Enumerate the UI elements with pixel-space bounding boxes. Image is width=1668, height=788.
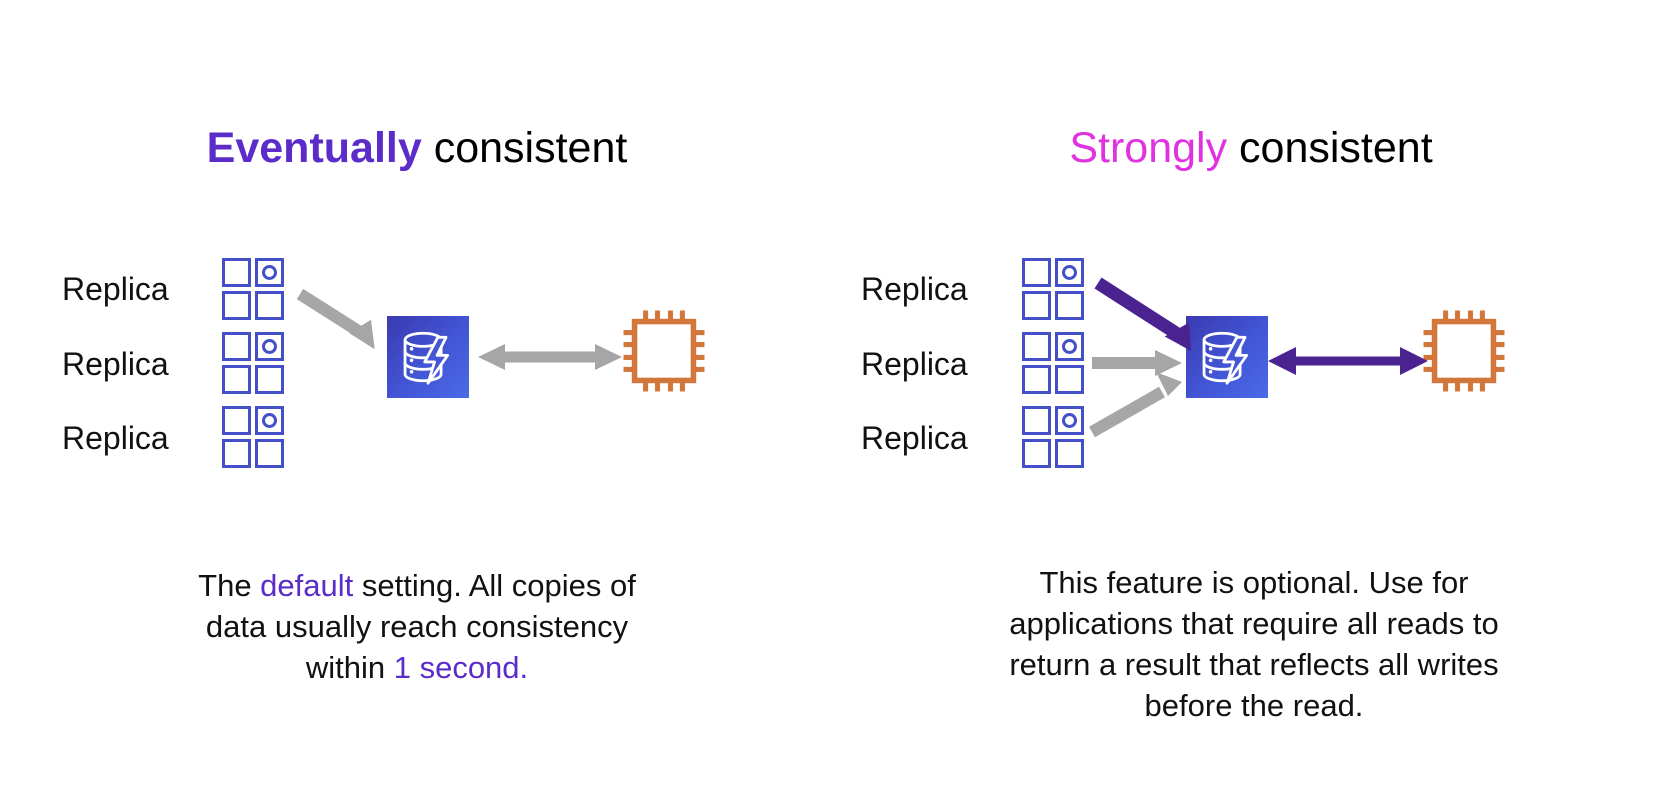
replica-grid-icon-1: [222, 258, 284, 320]
title-accent-word: Strongly: [1069, 124, 1228, 172]
caption-line3: return a result that reflects all writes: [1009, 647, 1499, 682]
page-title-strongly: Strongly consistent: [834, 122, 1668, 174]
caption-line3-pre: within: [305, 650, 394, 685]
cpu-chip-icon-right: [1418, 305, 1510, 397]
replica-cell: [1055, 365, 1084, 394]
left-caption: The default setting. All copies of data …: [107, 565, 727, 688]
eventually-consistent-panel: Eventually consistent Replica Replica Re…: [0, 122, 834, 688]
replica-cell: [1022, 258, 1051, 287]
replica-label-1: Replica: [62, 271, 169, 307]
caption-line3-highlight: 1 second.: [393, 650, 529, 685]
title-accent-word: Eventually: [206, 124, 422, 172]
replica-cell-circle: [1055, 258, 1084, 287]
replica-grid-icon-2: [222, 332, 284, 394]
replica-cell-circle: [255, 406, 284, 435]
replica-cell: [1055, 291, 1084, 320]
replica-grid-icon-3: [1022, 406, 1084, 468]
dynamodb-database-icon-right: [1186, 316, 1268, 398]
replica-grid-icon-1: [1022, 258, 1084, 320]
replica-label-3: Replica: [62, 420, 169, 456]
replica-cell: [255, 439, 284, 468]
dynamodb-database-icon-left: [387, 316, 469, 398]
caption-line2: data usually reach consistency: [205, 609, 629, 644]
replica-cell: [1022, 365, 1051, 394]
replica-cell: [1022, 291, 1051, 320]
cpu-chip-icon-left: [618, 305, 710, 397]
caption-line1-pre: The: [198, 568, 261, 603]
replica-cell: [1022, 439, 1051, 468]
title-rest-word: consistent: [1227, 124, 1433, 172]
replica-cell: [1022, 332, 1051, 361]
replica-cell: [1022, 406, 1051, 435]
strongly-consistent-panel: Strongly consistent Replica Replica Repl…: [834, 0, 1668, 788]
replica-cell-circle: [255, 258, 284, 287]
caption-line1-post: setting. All copies of: [353, 568, 636, 603]
replica-cell: [222, 406, 251, 435]
replica-label-2: Replica: [861, 346, 968, 382]
replica-grid-icon-3: [222, 406, 284, 468]
caption-line4: before the read.: [1144, 688, 1364, 723]
replica-label-2: Replica: [62, 346, 169, 382]
right-caption: This feature is optional. Use for applic…: [909, 562, 1599, 726]
caption-line1: This feature is optional. Use for: [1039, 565, 1469, 600]
replica-cell: [222, 332, 251, 361]
replica-label-3: Replica: [861, 420, 968, 456]
replica-cell: [222, 365, 251, 394]
caption-line1-highlight: default: [260, 568, 354, 603]
replica-cell: [222, 439, 251, 468]
title-rest-word: consistent: [421, 124, 628, 172]
replica-cell: [222, 291, 251, 320]
replica-grid-icon-2: [1022, 332, 1084, 394]
replica-cell: [255, 291, 284, 320]
replica-cell-circle: [1055, 406, 1084, 435]
page-title-eventually: Eventually consistent: [0, 122, 834, 174]
caption-line2: applications that require all reads to: [1009, 606, 1499, 641]
replica-cell: [1055, 439, 1084, 468]
replica-cell: [255, 365, 284, 394]
replica-cell-circle: [255, 332, 284, 361]
replica-cell-circle: [1055, 332, 1084, 361]
replica-cell: [222, 258, 251, 287]
replica-label-1: Replica: [861, 271, 968, 307]
